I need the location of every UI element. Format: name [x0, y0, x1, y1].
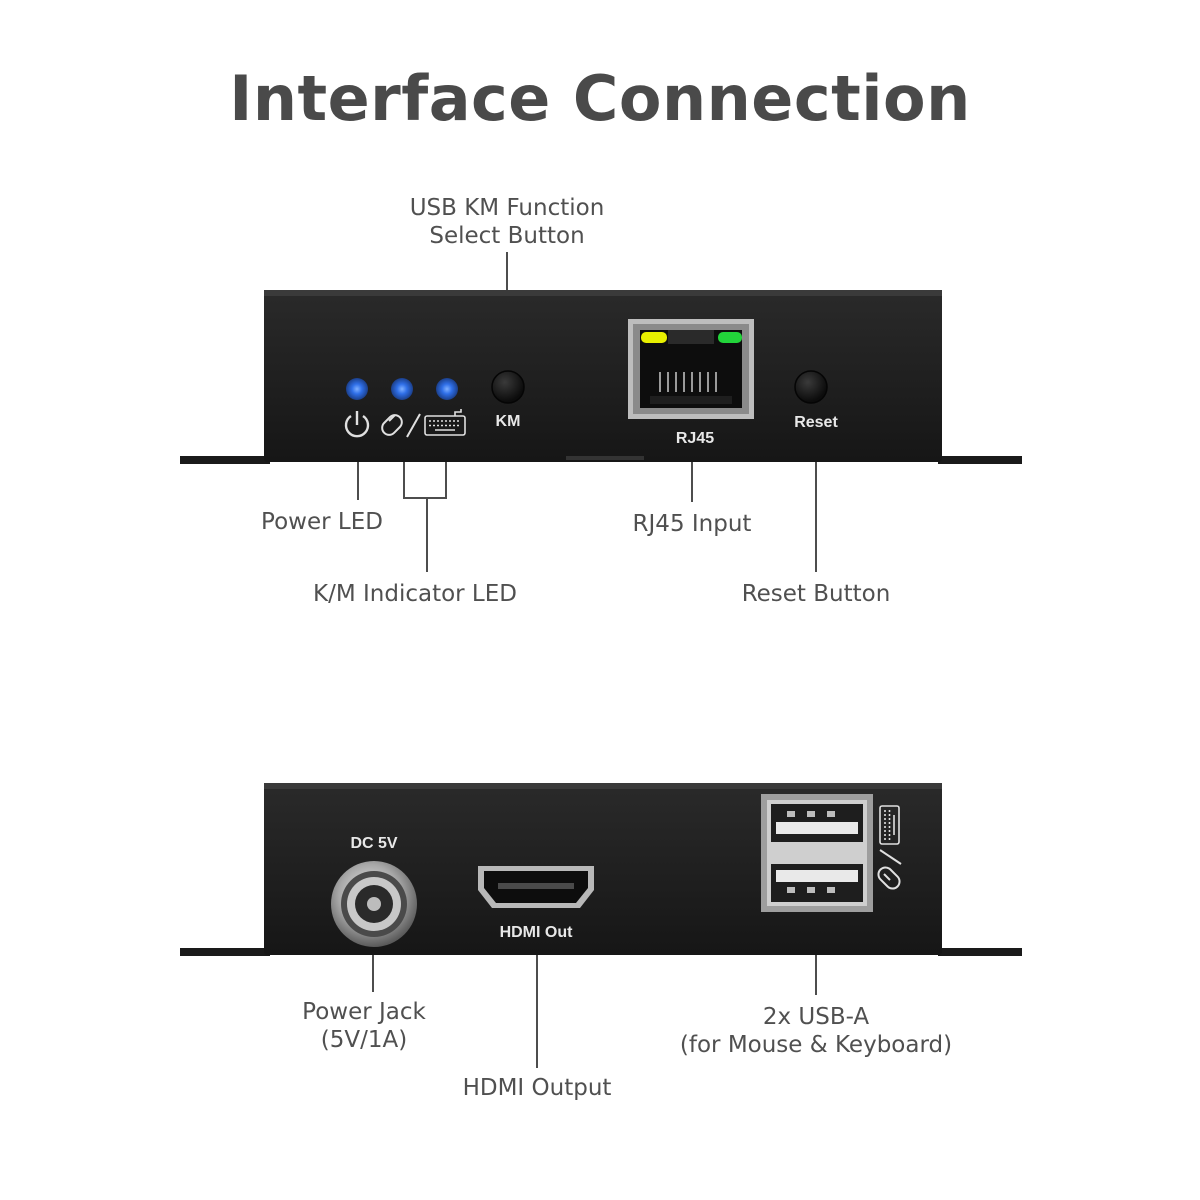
- callout-power-jack-line1: Power Jack: [302, 999, 426, 1025]
- mouse-icon: [381, 414, 403, 436]
- keyboard-icon: [424, 409, 466, 436]
- power-led: [346, 378, 368, 400]
- rj45-port[interactable]: [628, 319, 754, 419]
- rear-flange-left: [180, 948, 270, 956]
- leader-lines: [357, 252, 817, 1068]
- page-title: Interface Connection: [229, 62, 971, 135]
- rj45-activity-led: [718, 332, 742, 343]
- front-flange-right: [938, 456, 1022, 464]
- rear-flange-right: [938, 948, 1022, 956]
- front-flange-left: [180, 456, 270, 464]
- callout-power-led: Power LED: [261, 509, 383, 535]
- keyboard-led: [436, 378, 458, 400]
- front-chassis: [264, 290, 942, 462]
- callout-power-jack-line2: (5V/1A): [320, 1026, 408, 1053]
- callout-km-button-line1: USB KM Function: [409, 195, 605, 221]
- rj45-label: RJ45: [675, 430, 715, 447]
- rj45-link-led: [641, 332, 667, 343]
- callout-usb-a-line1: 2x USB-A: [762, 1004, 870, 1030]
- km-label: KM: [495, 413, 521, 430]
- usb-a-ports[interactable]: [761, 794, 873, 912]
- km-button[interactable]: [491, 370, 525, 404]
- mouse-led: [391, 378, 413, 400]
- reset-label: Reset: [794, 414, 838, 431]
- callout-power-jack: Power Jack (5V/1A): [264, 999, 464, 1054]
- front-panel: [180, 290, 1022, 464]
- reset-button[interactable]: [794, 370, 828, 404]
- callout-km-indicator-led: K/M Indicator LED: [313, 581, 517, 607]
- rear-panel: [180, 783, 1022, 956]
- hdmi-out-label: HDMI Out: [499, 924, 573, 941]
- callout-hdmi-output: HDMI Output: [462, 1075, 612, 1101]
- callout-km-button-line2: Select Button: [429, 222, 585, 249]
- callout-rj45-input: RJ45 Input: [632, 511, 752, 537]
- keyboard-icon: [879, 805, 900, 845]
- callout-reset-button: Reset Button: [741, 581, 891, 607]
- hdmi-port[interactable]: [478, 866, 594, 908]
- callout-usb-a: 2x USB-A (for Mouse & Keyboard): [650, 1004, 982, 1059]
- mouse-icon: [877, 866, 901, 890]
- callout-km-button: USB KM Function Select Button: [367, 195, 647, 250]
- power-icon: [344, 411, 370, 438]
- dc-5v-label: DC 5V: [350, 835, 398, 852]
- dc-power-jack[interactable]: [331, 861, 417, 947]
- callout-usb-a-line2: (for Mouse & Keyboard): [679, 1031, 953, 1058]
